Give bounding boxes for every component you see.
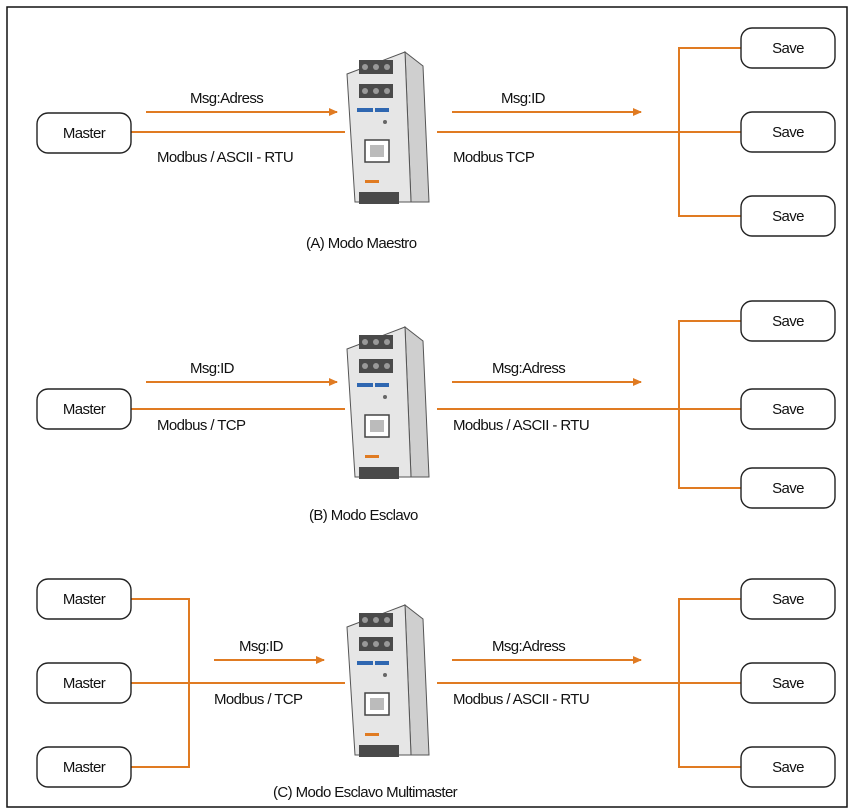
section-a-gateway-device (346, 50, 430, 204)
section-a-left-protocol: Modbus / ASCII - RTU (157, 149, 293, 166)
section-a-right-protocol: Modbus TCP (453, 149, 535, 166)
section-a-master-node: Master (36, 112, 132, 154)
section-c-caption: (C) Modo Esclavo Multimaster (273, 784, 458, 801)
section-c-slave-node: Save (740, 578, 836, 620)
section-c-master-node: Master (36, 662, 132, 704)
section-b-slave-label: Save (772, 480, 804, 497)
section-a-slave-node: Save (740, 111, 836, 153)
section-b-caption: (B) Modo Esclavo (309, 507, 418, 524)
section-c-left-protocol: Modbus / TCP (214, 691, 303, 708)
section-b-slave-label: Save (772, 313, 804, 330)
section-a-modo-maestro: Master Save Save Save Msg:Adress Modbus … (36, 27, 836, 252)
section-a-top-label: Msg:Adress (190, 90, 263, 107)
section-b-left-protocol: Modbus / TCP (157, 417, 246, 434)
section-c-master-label: Master (63, 591, 106, 608)
section-b-slave-node: Save (740, 467, 836, 509)
section-b-slave-node: Save (740, 300, 836, 342)
section-b-gateway-device (346, 325, 430, 479)
section-c-slave-label: Save (772, 759, 804, 776)
section-c-right-protocol: Modbus / ASCII - RTU (453, 691, 589, 708)
section-c-gateway-device (346, 603, 430, 757)
section-c-master-node: Master (36, 746, 132, 788)
section-c-slave-label: Save (772, 675, 804, 692)
section-b-top-label: Msg:ID (190, 360, 235, 377)
section-c-master-label: Master (63, 675, 106, 692)
section-c-modo-esclavo-multimaster: Master Master Master Save Save Save Msg:… (36, 578, 836, 801)
section-a-slave-trunk (678, 47, 741, 217)
section-c-slave-node: Save (740, 746, 836, 788)
section-a-slave-label: Save (772, 208, 804, 225)
section-b-slave-node: Save (740, 388, 836, 430)
section-a-right-top-label: Msg:ID (501, 90, 546, 107)
section-b-right-protocol: Modbus / ASCII - RTU (453, 417, 589, 434)
section-a-slave-label: Save (772, 40, 804, 57)
section-a-caption: (A) Modo Maestro (306, 235, 417, 252)
section-b-right-top-label: Msg:Adress (492, 360, 565, 377)
section-b-slave-trunk (678, 320, 741, 489)
section-a-slave-node: Save (740, 195, 836, 237)
section-a-slave-node: Save (740, 27, 836, 69)
section-c-slave-node: Save (740, 662, 836, 704)
diagram-frame (6, 6, 848, 808)
section-a-master-label: Master (63, 125, 106, 142)
section-a-slave-label: Save (772, 124, 804, 141)
section-b-master-node: Master (36, 388, 132, 430)
section-c-right-top-label: Msg:Adress (492, 638, 565, 655)
section-c-slave-label: Save (772, 591, 804, 608)
section-c-top-label: Msg:ID (239, 638, 284, 655)
section-b-modo-esclavo: Master Save Save Save Msg:ID Modbus / TC… (36, 300, 836, 524)
section-c-master-node: Master (36, 578, 132, 620)
section-c-master-label: Master (63, 759, 106, 776)
section-c-slave-trunk (678, 598, 741, 768)
section-b-master-label: Master (63, 401, 106, 418)
section-b-slave-label: Save (772, 401, 804, 418)
